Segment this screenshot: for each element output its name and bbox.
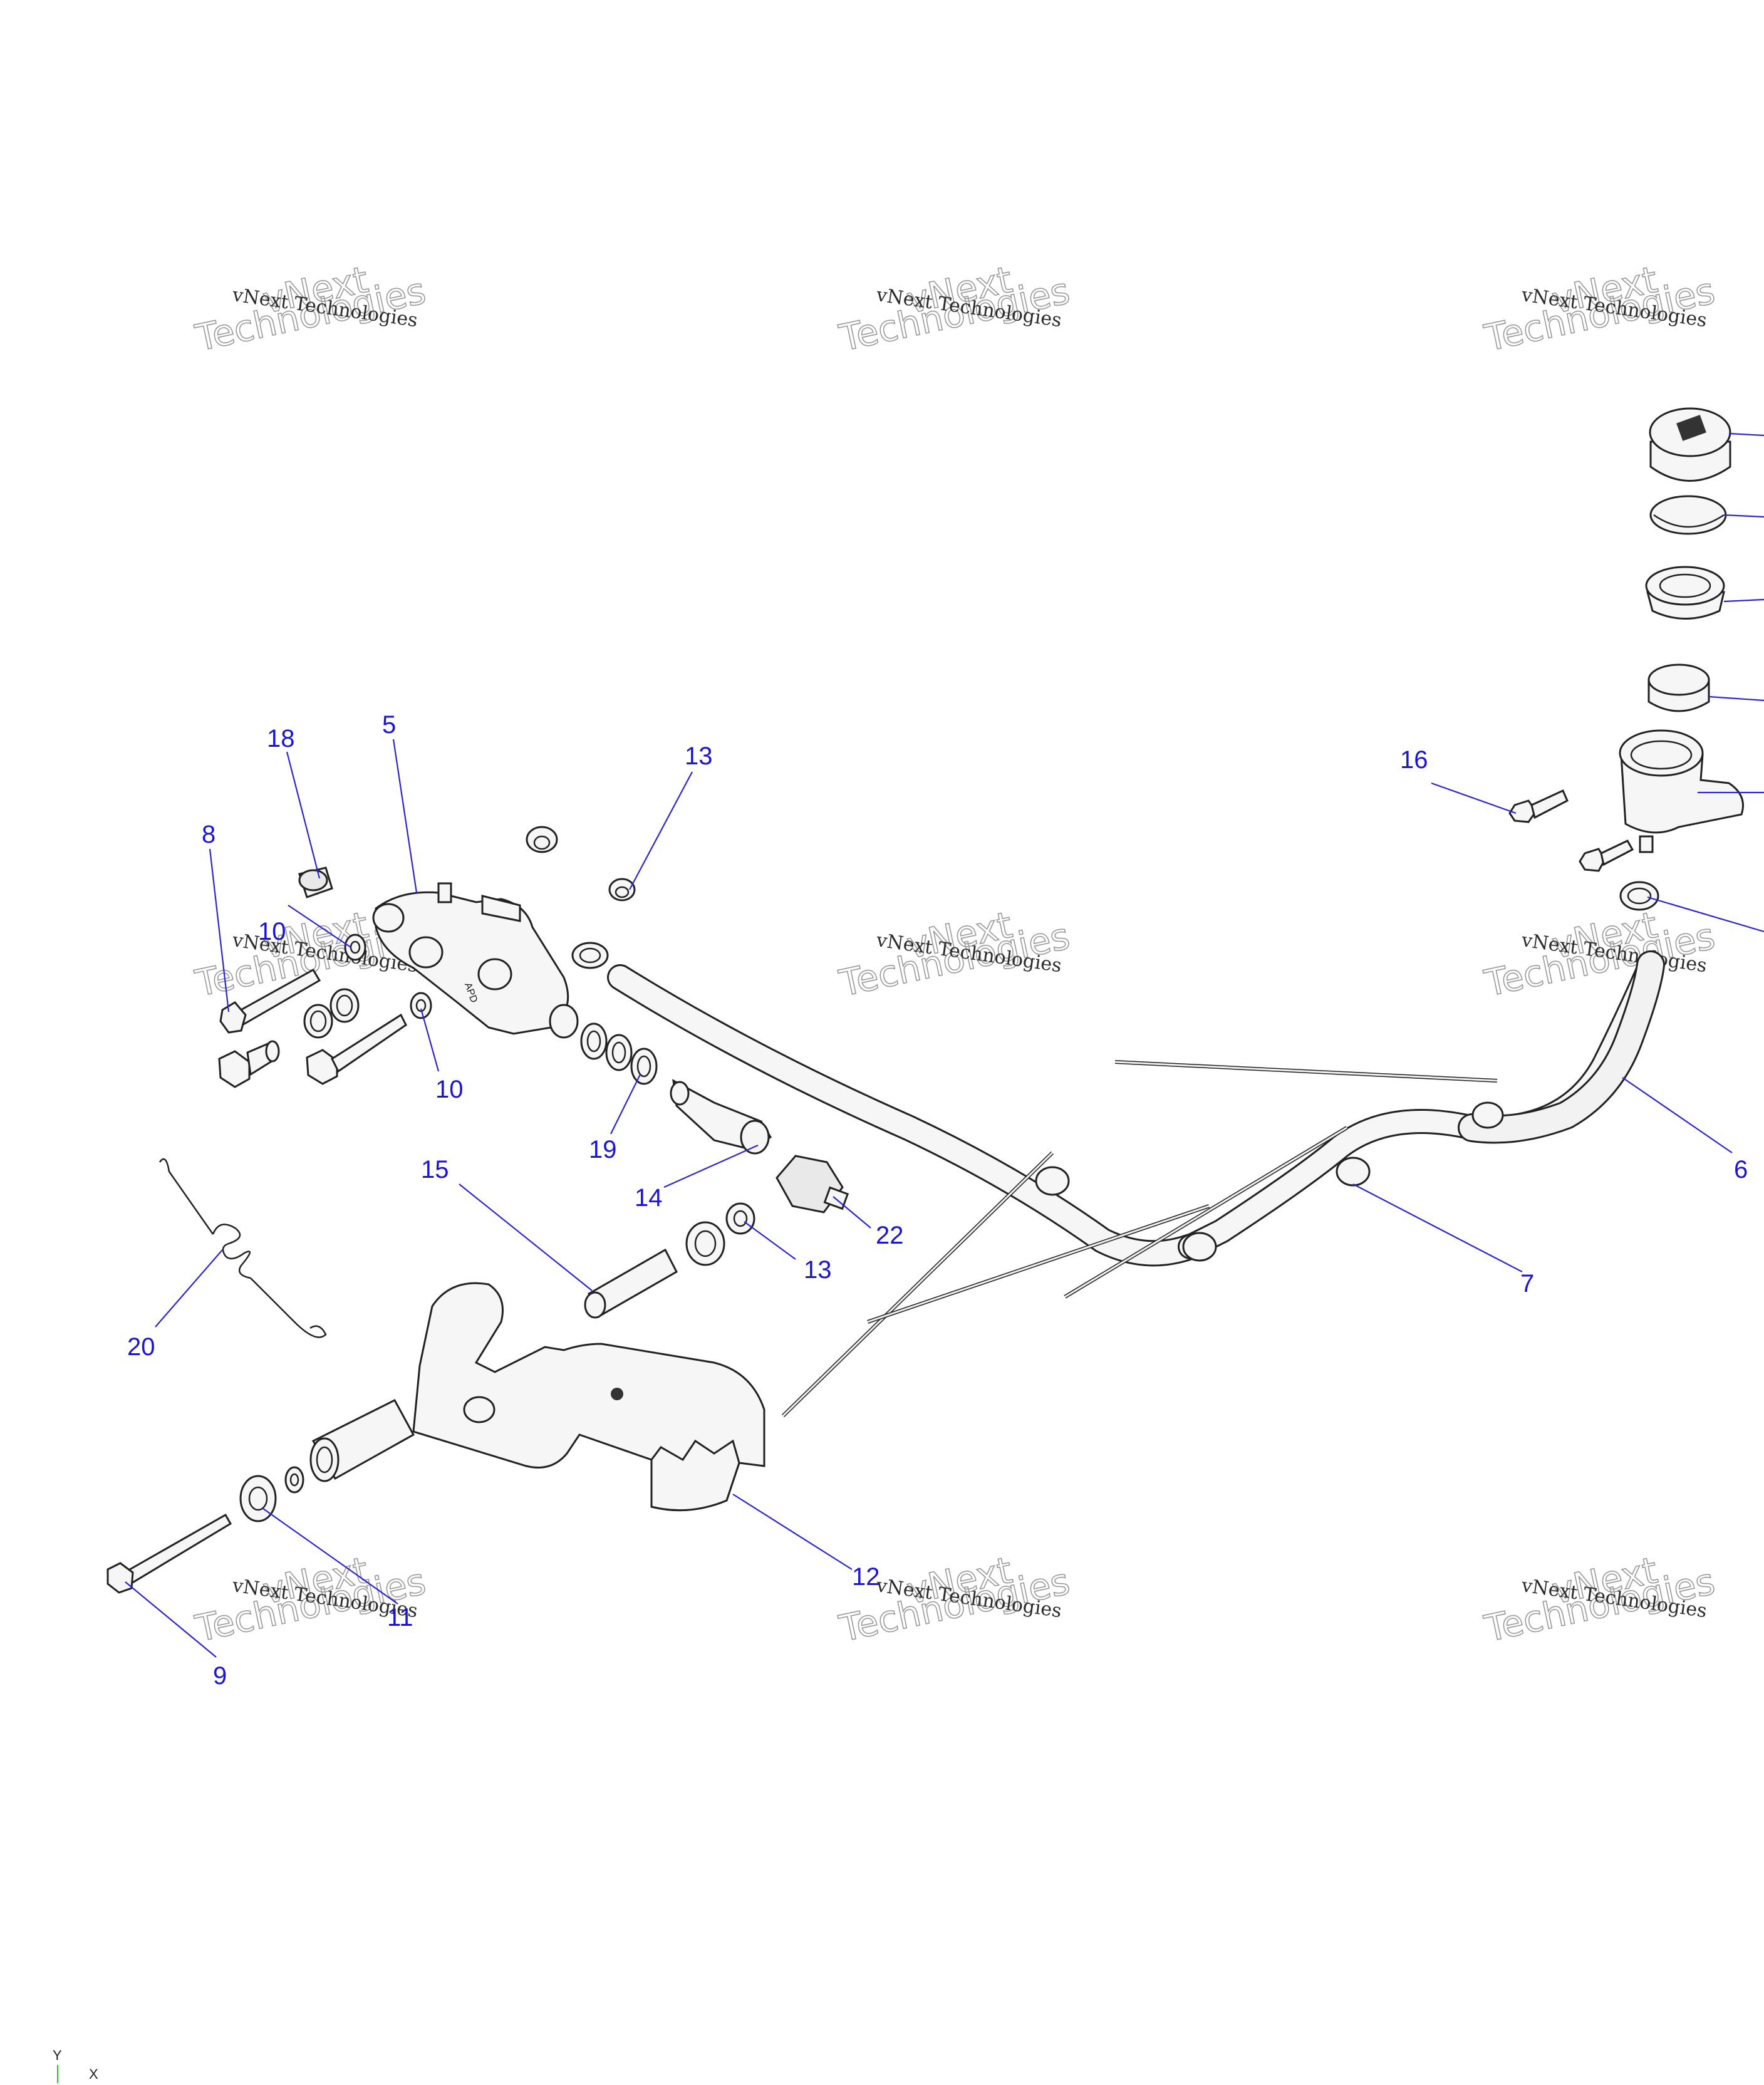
watermark-7: Technologies vNext vNext Technologies [191, 1548, 430, 1651]
callout-5: 5 [382, 711, 396, 739]
callout-22: 22 [876, 1222, 904, 1249]
pivot-bolt-9 [106, 1513, 232, 1594]
mount-bolt-16 [1508, 789, 1569, 823]
callout-10: 10 [258, 918, 286, 945]
sleeve [309, 1399, 415, 1482]
short-bolt [218, 1040, 280, 1088]
callout-16: 16 [1400, 746, 1428, 774]
watermark-1: Technologies vNext vNext Technologies [191, 257, 430, 360]
callout-12: 12 [852, 1563, 880, 1591]
watermark-5: Technologies vNext vNext Technologies [835, 903, 1074, 1006]
callout-10: 10 [435, 1076, 464, 1103]
axis-y-label: Y [53, 2047, 62, 2063]
master-cylinder: APD [372, 882, 579, 1039]
spring-20 [158, 1158, 327, 1338]
reservoir-hose [607, 964, 1203, 1267]
reservoir-diaphragm-disc [1649, 495, 1727, 535]
callout-7: 7 [1520, 1270, 1534, 1297]
pin-15 [584, 1248, 678, 1319]
mount-bolt-2 [1579, 840, 1634, 872]
callout-20: 20 [127, 1333, 155, 1361]
callout-8: 8 [202, 821, 215, 848]
reservoir-body [1619, 729, 1744, 853]
callout-labels: 18 5 8 13 10 10 19 14 15 22 13 20 16 6 7… [127, 711, 1748, 1690]
brake-pedal [412, 1282, 765, 1512]
reservoir-float [1647, 663, 1710, 712]
callout-18: 18 [267, 725, 295, 752]
axis-triad: Y X [53, 2047, 98, 2083]
callout-14: 14 [635, 1184, 663, 1212]
watermark-6: Technologies vNext vNext Technologies [1480, 903, 1719, 1006]
bushing-13 [685, 1202, 755, 1266]
long-bolt-8 [219, 968, 321, 1034]
watermark-3: Technologies vNext vNext Technologies [1480, 257, 1719, 360]
callout-13: 13 [804, 1256, 832, 1284]
callout-15: 15 [421, 1156, 449, 1183]
reservoir-diaphragm [1645, 566, 1725, 620]
hose-clamp-top [1619, 881, 1659, 911]
washers-pair-left [303, 988, 360, 1039]
axis-x-label: X [89, 2066, 98, 2082]
hose-clamp-mid [571, 942, 609, 969]
hose-6 [1458, 950, 1665, 1144]
leader-lines [125, 432, 1764, 1658]
reservoir-cap [1649, 407, 1731, 482]
bleeder-screw-18 [298, 866, 333, 898]
grommet-top [526, 826, 558, 853]
grommet-13 [608, 878, 636, 902]
callout-11: 11 [387, 1604, 413, 1631]
callout-19: 19 [589, 1136, 617, 1163]
cable-ties [781, 1060, 1504, 1418]
watermark-9: Technologies vNext vNext Technologies [1480, 1548, 1719, 1651]
watermark-2: Technologies vNext vNext Technologies [835, 257, 1074, 360]
washer-11 [239, 1466, 304, 1522]
switch-14 [670, 1079, 772, 1155]
washer-10 [410, 992, 432, 1019]
callout-13: 13 [685, 742, 713, 770]
bolt-mid [306, 1013, 407, 1085]
seals-19 [580, 1022, 658, 1085]
callout-6: 6 [1734, 1156, 1748, 1183]
callout-9: 9 [213, 1662, 227, 1690]
washer-10-upper [344, 933, 366, 961]
fitting-22 [776, 1155, 849, 1214]
